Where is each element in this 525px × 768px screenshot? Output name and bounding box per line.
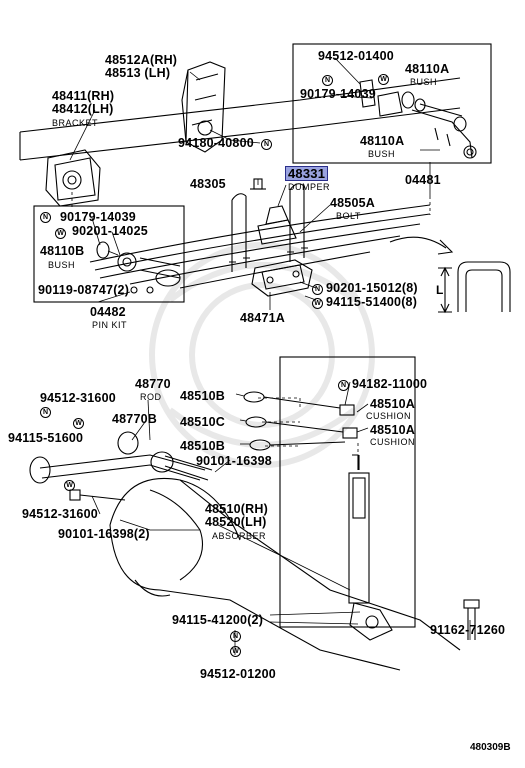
watermark-emblem <box>149 242 375 468</box>
n-marker-icon: N <box>322 75 333 86</box>
label-rod: ROD <box>140 392 162 402</box>
n-marker-icon: N <box>312 284 323 295</box>
n-marker-icon: N <box>40 212 51 223</box>
label-absorber: ABSORBER <box>212 531 267 541</box>
n-marker-icon: N <box>338 380 349 391</box>
w-marker-icon: W <box>312 298 323 309</box>
part-48510C[interactable]: 48510C <box>180 415 225 429</box>
axle-housing <box>109 477 461 671</box>
part-48110A-top[interactable]: 48110A <box>405 62 450 76</box>
spring-seat <box>251 259 313 297</box>
part-48411[interactable]: 48411(RH) <box>52 89 115 103</box>
leader-lines <box>69 57 440 310</box>
u-bolts <box>229 183 308 272</box>
part-48331-highlighted[interactable]: 48331 <box>285 166 329 181</box>
u-bolt-detail <box>438 261 511 314</box>
label-bush-top: BUSH <box>410 77 438 87</box>
bumper <box>257 205 297 245</box>
absorber-box <box>279 356 416 628</box>
part-48510A-2[interactable]: 48510A <box>370 423 415 437</box>
part-94115-51600[interactable]: 94115-51600 <box>8 431 84 445</box>
part-48505A[interactable]: 48505A <box>330 196 375 210</box>
part-90101-16398-2[interactable]: 90101-16398(2) <box>58 527 150 541</box>
shackle-assembly <box>359 79 477 159</box>
shackle-kit-box <box>292 43 492 164</box>
part-48770B[interactable]: 48770B <box>112 412 157 426</box>
part-48510A-1[interactable]: 48510A <box>370 397 415 411</box>
w-marker-icon: W <box>55 228 66 239</box>
n-marker-icon: N <box>40 407 51 418</box>
n-marker-icon: N <box>230 631 241 642</box>
detail-arrow <box>389 236 454 255</box>
label-damper: DUMPER <box>288 182 331 192</box>
dashed-guides <box>71 192 431 470</box>
part-04481[interactable]: 04481 <box>405 173 441 187</box>
w-marker-icon: W <box>64 480 75 491</box>
part-48513[interactable]: 48513 (LH) <box>105 66 171 80</box>
part-48510-rh[interactable]: 48510(RH) <box>205 502 268 516</box>
part-94180[interactable]: 94180-40800 <box>178 136 254 150</box>
frame-rail <box>19 77 461 161</box>
pin-kit-assembly <box>96 241 181 294</box>
part-94115-41200[interactable]: 94115-41200(2) <box>172 613 264 627</box>
part-48512[interactable]: 48512A(RH) <box>105 53 178 67</box>
part-94512-31600-top[interactable]: 94512-31600 <box>40 391 116 405</box>
part-94182[interactable]: 94182-11000 <box>352 377 428 391</box>
diagram-code: 480309B <box>470 742 511 753</box>
part-48305[interactable]: 48305 <box>190 177 226 191</box>
part-48110B[interactable]: 48110B <box>40 244 85 258</box>
part-48510B-2[interactable]: 48510B <box>180 439 225 453</box>
part-48412[interactable]: 48412(LH) <box>52 102 114 116</box>
label-bolt: BOLT <box>336 211 361 221</box>
pin-kit-box <box>33 205 185 303</box>
label-cushion-2: CUSHION <box>370 437 416 447</box>
label-bush-mid: BUSH <box>368 149 396 159</box>
cushion-washers <box>243 391 346 451</box>
part-48471A[interactable]: 48471A <box>240 311 285 325</box>
part-94115-51400[interactable]: 94115-51400(8) <box>326 295 418 309</box>
part-48770[interactable]: 48770 <box>135 377 171 391</box>
part-90101-16398[interactable]: 90101-16398 <box>196 454 272 468</box>
dimension-L: L <box>436 283 444 297</box>
w-marker-icon: W <box>378 74 389 85</box>
part-90179-top[interactable]: 90179-14039 <box>300 87 376 101</box>
mount-bolt <box>463 599 480 640</box>
n-marker-icon: N <box>261 139 272 150</box>
w-marker-icon: W <box>230 646 241 657</box>
part-48510B-1[interactable]: 48510B <box>180 389 225 403</box>
part-48520-lh[interactable]: 48520(LH) <box>205 515 267 529</box>
part-94512-01200[interactable]: 94512-01200 <box>200 667 276 681</box>
label-bracket: BRACKET <box>52 118 99 128</box>
hanger-bracket <box>181 61 226 153</box>
label-bush-left: BUSH <box>48 260 76 270</box>
part-94512-01400[interactable]: 94512-01400 <box>318 49 394 63</box>
label-pin-kit: PIN KIT <box>92 320 128 330</box>
part-90119[interactable]: 90119-08747(2) <box>38 283 130 297</box>
shackle-bracket <box>45 149 101 207</box>
part-94512-31600-bot[interactable]: 94512-31600 <box>22 507 98 521</box>
lateral-rod <box>29 431 213 501</box>
part-90201-15012[interactable]: 90201-15012(8) <box>326 281 418 295</box>
part-91162[interactable]: 91162-71260 <box>430 623 506 637</box>
part-04482[interactable]: 04482 <box>90 305 126 319</box>
part-90201-14025[interactable]: 90201-14025 <box>72 224 148 238</box>
part-48110A-mid[interactable]: 48110A <box>360 134 405 148</box>
w-marker-icon: W <box>73 418 84 429</box>
label-cushion-1: CUSHION <box>366 411 412 421</box>
part-90179-left[interactable]: 90179-14039 <box>60 210 136 224</box>
